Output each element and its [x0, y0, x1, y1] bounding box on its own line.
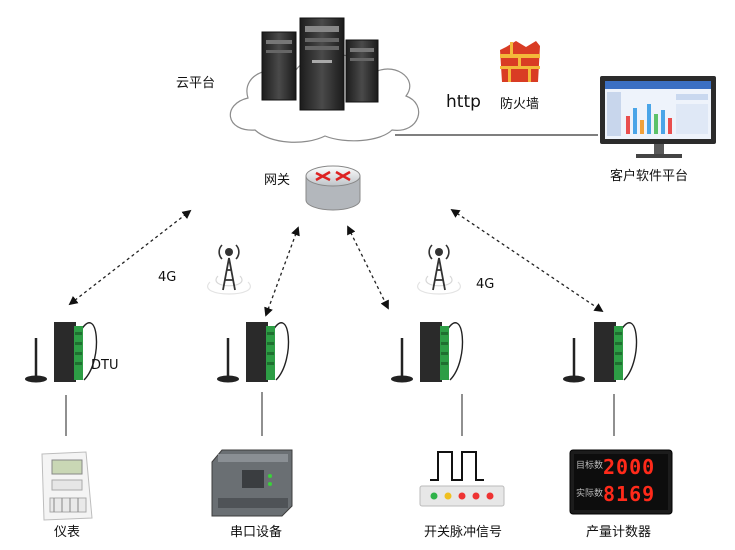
- production-counter-label: 产量计数器: [586, 525, 652, 540]
- firewall-label: 防火墙: [500, 97, 540, 112]
- dtu-device-3: [391, 322, 464, 436]
- gateway-label: 网关: [264, 173, 291, 188]
- serial-device-label: 串口设备: [230, 525, 283, 540]
- switch-panel-icon: [419, 485, 505, 507]
- switch-pulse-label: 开关脉冲信号: [424, 525, 503, 540]
- dtu-device-2: [217, 322, 290, 436]
- network-4g-label-left: 4G: [158, 270, 177, 285]
- cloud-platform-label: 云平台: [176, 76, 216, 91]
- serial-device-icon: [211, 449, 293, 517]
- electric-meter-icon: [41, 451, 93, 521]
- counter-actual-label: 实际数: [576, 489, 604, 499]
- http-label: http: [446, 92, 481, 112]
- wireless-link-4: [450, 208, 604, 313]
- monitor-icon: [600, 76, 716, 158]
- dtu-device-1: [25, 322, 98, 436]
- router-icon: [305, 165, 361, 211]
- firewall-icon: [500, 41, 540, 82]
- client-platform-label: 客户软件平台: [610, 169, 689, 184]
- wireless-link-2: [264, 226, 300, 317]
- network-4g-label-right: 4G: [476, 277, 495, 292]
- pulse-signal-icon: [430, 451, 484, 481]
- meter-label: 仪表: [54, 525, 81, 540]
- dtu-device-4: [563, 322, 638, 436]
- production-counter-icon: [569, 449, 673, 515]
- counter-target-label: 目标数: [576, 461, 604, 471]
- counter-actual-value: 8169: [603, 482, 656, 506]
- cell-tower-icon-right: [417, 244, 461, 295]
- dtu-label: DTU: [91, 358, 119, 373]
- counter-target-value: 2000: [603, 455, 656, 479]
- wireless-link-3: [347, 225, 389, 310]
- server-rack-icon: [261, 17, 379, 111]
- cell-tower-icon-left: [207, 244, 251, 295]
- wireless-link-1: [68, 209, 192, 306]
